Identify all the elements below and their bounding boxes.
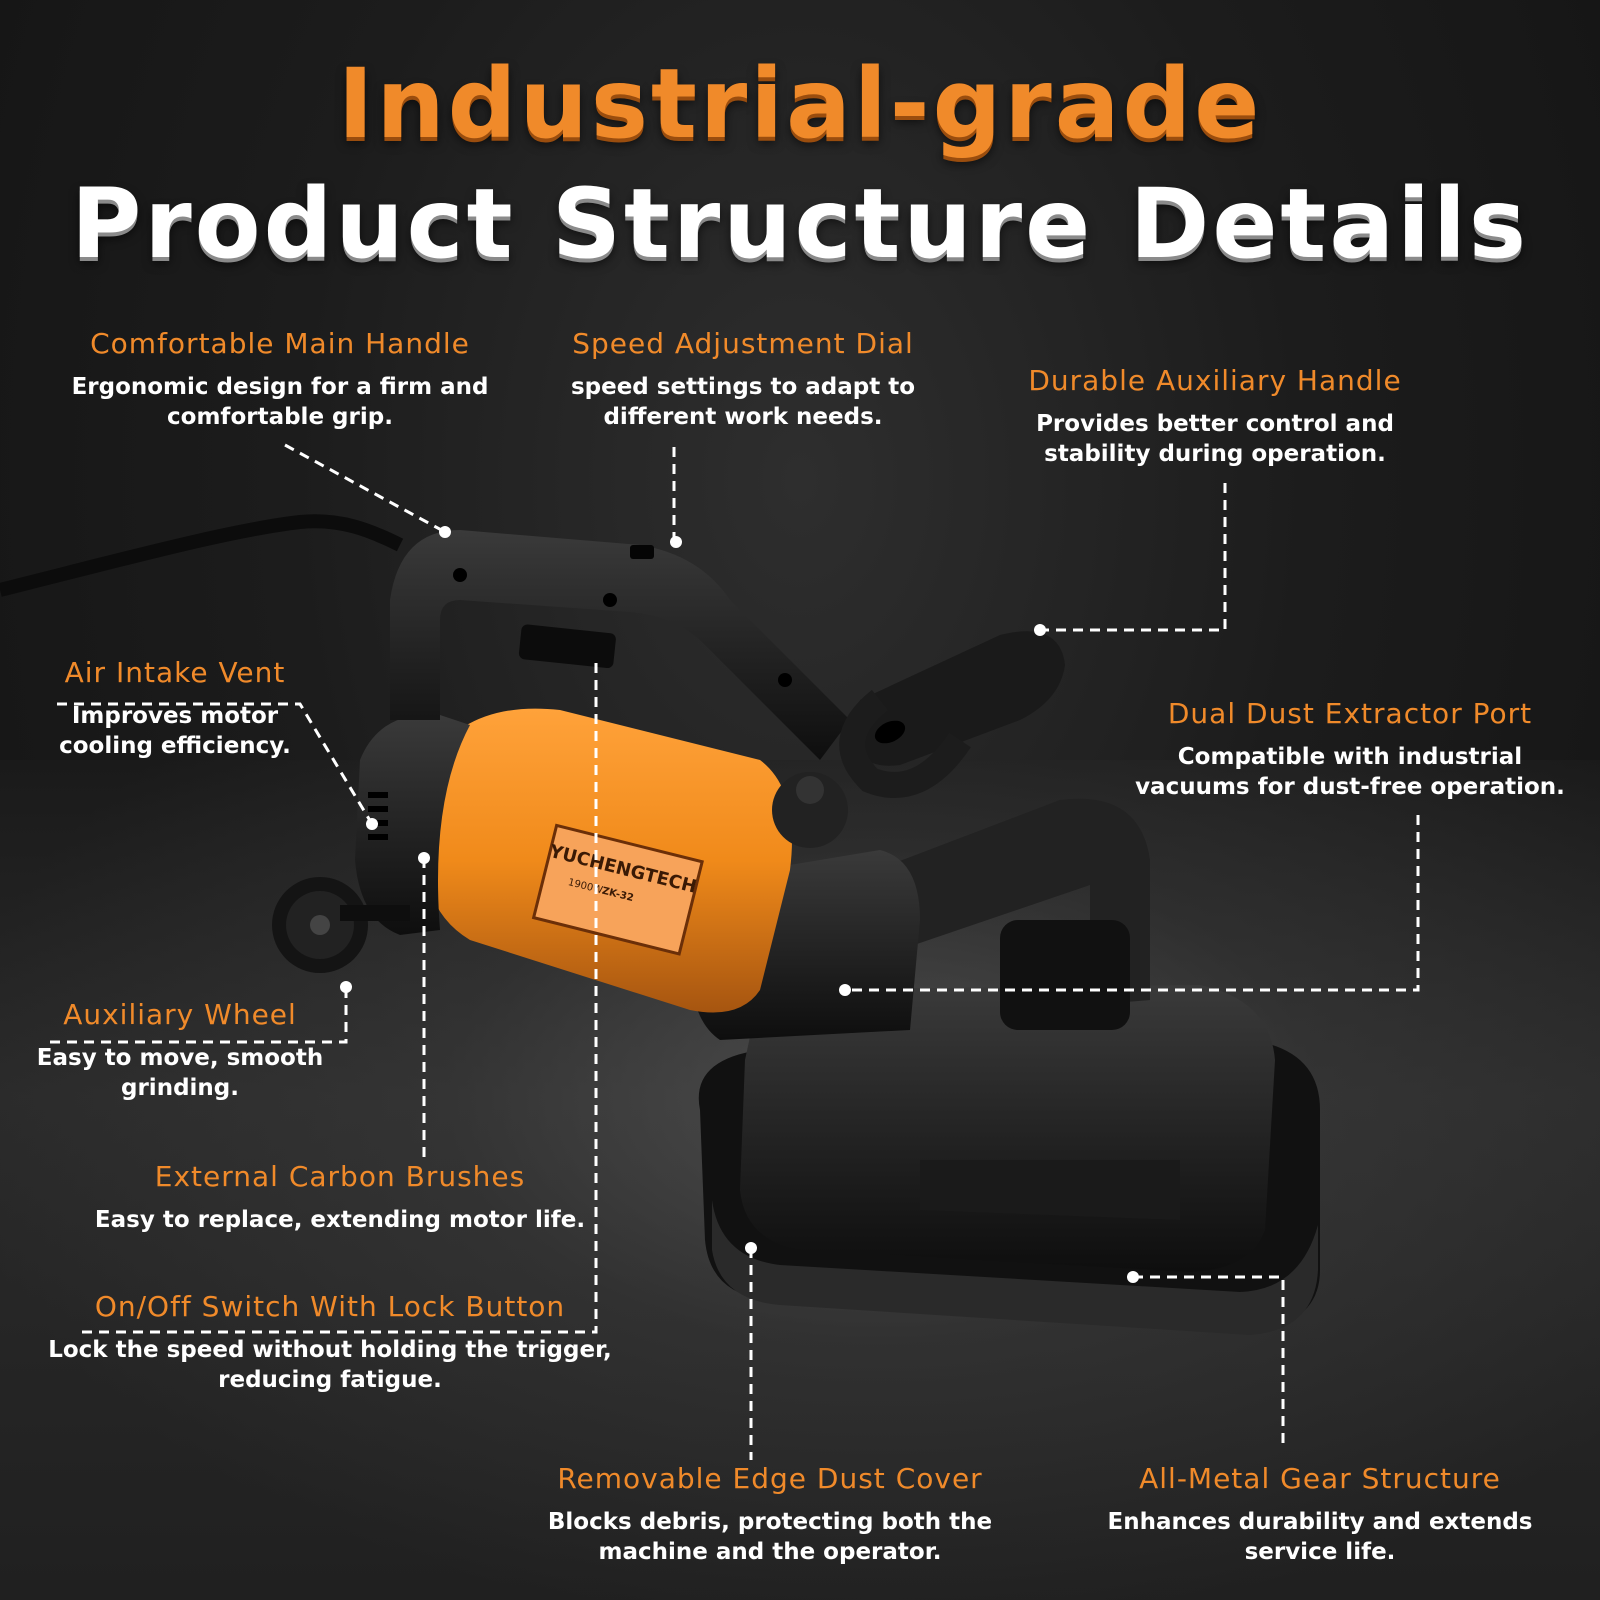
callout-dots xyxy=(340,526,1139,1283)
air-vent-desc: Improves motor cooling efficiency. xyxy=(59,703,291,759)
aux-wheel-title: Auxiliary Wheel xyxy=(63,998,297,1031)
motor-rear-cap xyxy=(355,714,470,935)
callout-aux-handle: Durable Auxiliary Handle Provides better… xyxy=(985,364,1445,469)
callout-switch-lock: On/Off Switch With Lock Button Lock the … xyxy=(40,1290,620,1395)
gear-structure-desc: Enhances durability and extends service … xyxy=(1107,1509,1533,1565)
product-label: YUCHENGTECH 1900W ZK-32 xyxy=(531,823,704,956)
gear-knob xyxy=(772,772,848,848)
dust-cover-desc: Blocks debris, protecting both the machi… xyxy=(547,1509,993,1565)
callout-dust-port: Dual Dust Extractor Port Compatible with… xyxy=(1120,697,1580,802)
carbon-brushes-desc: Easy to replace, extending motor life. xyxy=(94,1207,586,1233)
air-vent-title: Air Intake Vent xyxy=(64,656,286,689)
callout-air-vent: Air Intake Vent Improves motor cooling e… xyxy=(40,656,310,761)
auxiliary-handle xyxy=(855,631,1065,766)
headline-product-structure: Product Structure Details xyxy=(70,168,1530,280)
speed-dial-title: Speed Adjustment Dial xyxy=(572,327,914,360)
callout-main-handle: Comfortable Main Handle Ergonomic design… xyxy=(70,327,490,432)
carbon-brushes-title: External Carbon Brushes xyxy=(154,1160,526,1193)
speed-dial-desc: speed settings to adapt to different wor… xyxy=(570,374,916,430)
switch-lock-desc: Lock the speed without holding the trigg… xyxy=(48,1337,612,1393)
main-handle-desc: Ergonomic design for a firm and comforta… xyxy=(71,374,489,430)
dust-port-desc: Compatible with industrial vacuums for d… xyxy=(1135,744,1565,800)
aux-handle-desc: Provides better control and stability du… xyxy=(1036,411,1394,467)
main-handle xyxy=(390,530,850,760)
dust-port-frame xyxy=(850,798,1150,1005)
aux-wheel-desc: Easy to move, smooth grinding. xyxy=(36,1045,324,1101)
brush-skirt xyxy=(712,1200,1318,1335)
dust-port-title: Dual Dust Extractor Port xyxy=(1167,697,1533,730)
speed-dial xyxy=(630,545,654,559)
callout-dust-cover: Removable Edge Dust Cover Blocks debris,… xyxy=(490,1462,1050,1567)
callout-carbon-brushes: External Carbon Brushes Easy to replace,… xyxy=(90,1160,590,1235)
callout-gear-structure: All-Metal Gear Structure Enhances durabi… xyxy=(1090,1462,1550,1567)
switch-lock-title: On/Off Switch With Lock Button xyxy=(94,1290,566,1323)
aux-handle-title: Durable Auxiliary Handle xyxy=(1028,364,1402,397)
main-handle-title: Comfortable Main Handle xyxy=(90,327,470,360)
power-cord xyxy=(0,514,404,597)
callout-speed-dial: Speed Adjustment Dial speed settings to … xyxy=(518,327,968,432)
trigger-switch xyxy=(518,624,616,669)
gear-structure-title: All-Metal Gear Structure xyxy=(1139,1462,1501,1495)
leader-lines xyxy=(50,443,1420,1460)
dust-port-outlet xyxy=(1000,920,1130,1030)
callout-aux-wheel: Auxiliary Wheel Easy to move, smooth gri… xyxy=(30,998,330,1103)
headline-industrial-grade: Industrial-grade xyxy=(337,48,1263,160)
dust-cover-title: Removable Edge Dust Cover xyxy=(557,1462,983,1495)
